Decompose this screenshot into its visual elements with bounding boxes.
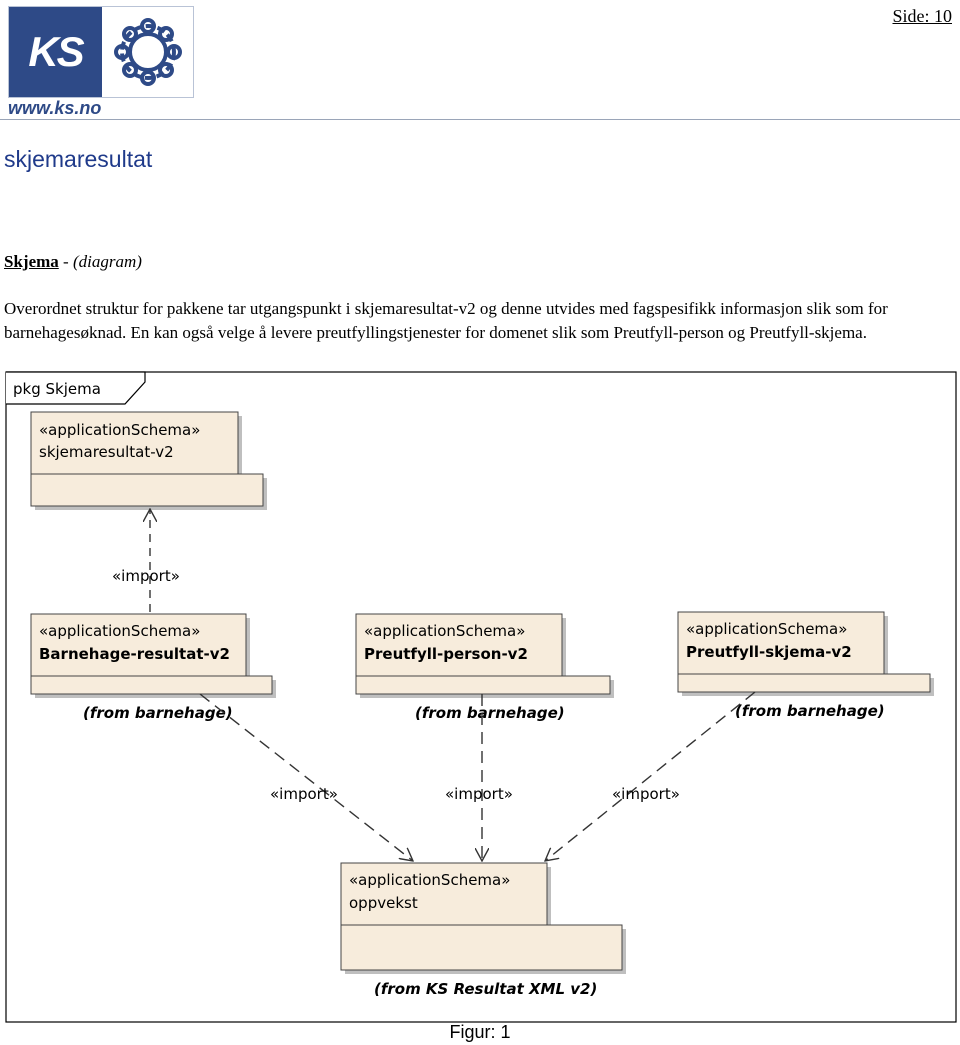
package-origin: (from barnehage)	[415, 704, 565, 722]
diagram-separator: -	[58, 252, 73, 271]
package-stereotype: «applicationSchema»	[686, 620, 847, 638]
page-number: Side: 10	[892, 6, 952, 26]
package-stereotype: «applicationSchema»	[39, 421, 200, 439]
package-stereotype: «applicationSchema»	[349, 871, 510, 889]
import-label: «import»	[612, 785, 680, 803]
header-divider	[0, 119, 960, 120]
description-paragraph: Overordnet struktur for pakkene tar utga…	[4, 299, 888, 342]
import-label: «import»	[112, 567, 180, 585]
package-name: skjemaresultat-v2	[39, 443, 174, 461]
diagram-heading: Skjema - (diagram)	[4, 252, 142, 272]
package-barnehage-resultat-v2[interactable]: «applicationSchema» Barnehage-resultat-v…	[30, 613, 276, 698]
import-label: «import»	[270, 785, 338, 803]
uml-frame-label: pkg Skjema	[13, 380, 101, 398]
package-origin: (from barnehage)	[735, 702, 885, 720]
package-oppvekst[interactable]: «applicationSchema» oppvekst	[340, 862, 626, 974]
uml-frame-tab	[6, 371, 146, 405]
package-name: oppvekst	[349, 894, 418, 912]
package-stereotype: «applicationSchema»	[364, 622, 525, 640]
import-label: «import»	[445, 785, 513, 803]
package-name: Barnehage-resultat-v2	[39, 645, 230, 663]
import-arrow	[199, 693, 413, 861]
import-arrow	[545, 691, 756, 861]
package-preutfyll-person-v2[interactable]: «applicationSchema» Preutfyll-person-v2	[355, 613, 614, 698]
package-preutfyll-skjema-v2[interactable]: «applicationSchema» Preutfyll-skjema-v2	[677, 611, 934, 696]
uml-package-diagram: pkg Skjema «applicationSchema» skjemares…	[5, 371, 957, 1023]
ks-logo-mark: KS	[9, 7, 102, 97]
package-name: Preutfyll-person-v2	[364, 645, 528, 663]
diagram-kind: (diagram)	[72, 252, 142, 271]
chain-ring-icon	[114, 18, 182, 86]
ks-logo: KS	[8, 6, 194, 98]
figure-caption: Figur: 1	[449, 1022, 511, 1042]
package-name: Preutfyll-skjema-v2	[686, 643, 852, 661]
package-stereotype: «applicationSchema»	[39, 622, 200, 640]
page-title: skjemaresultat	[4, 146, 153, 172]
package-skjemaresultat-v2[interactable]: «applicationSchema» skjemaresultat-v2	[30, 411, 267, 510]
diagram-name[interactable]: Skjema	[4, 252, 59, 271]
site-url: www.ks.no	[8, 98, 102, 118]
package-origin: (from barnehage)	[83, 704, 233, 722]
package-origin: (from KS Resultat XML v2)	[374, 980, 597, 998]
